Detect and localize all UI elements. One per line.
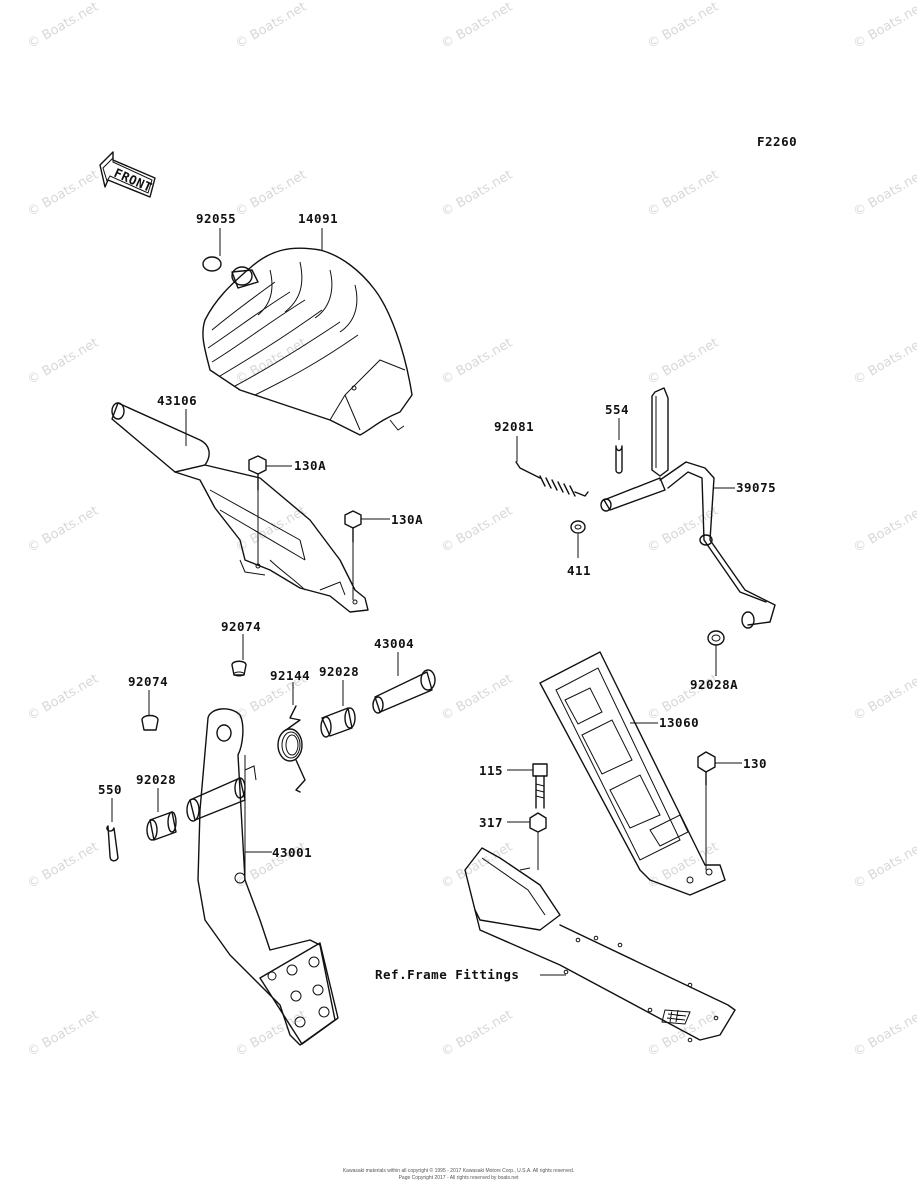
label-92028-2: 92028 — [136, 772, 176, 787]
watermark-text: © Boats.net — [851, 0, 917, 52]
part-43004-shaft — [372, 652, 436, 714]
part-92074-cap-2 — [141, 690, 159, 731]
watermark-text: © Boats.net — [645, 335, 721, 388]
label-92144: 92144 — [270, 668, 310, 683]
watermark-layer: © Boats.net © Boats.net © Boats.net © Boats… — [25, 0, 917, 1060]
label-92028A: 92028A — [690, 677, 738, 692]
footer-page-copyright: Page Copyright 2017 - All rights reserve… — [398, 1175, 519, 1181]
watermark-text: © Boats.net — [645, 839, 721, 892]
watermark-text: © Boats.net — [25, 839, 101, 892]
watermark-text: © Boats.net — [439, 839, 515, 892]
watermark-text: © Boats.net — [439, 167, 515, 220]
part-92055-o-ring — [202, 228, 222, 272]
part-labels: 92055 14091 43106 130A 130A 92081 554 39… — [98, 211, 776, 982]
label-39075: 39075 — [736, 480, 776, 495]
part-13060-accelerator-pedal — [539, 651, 726, 896]
watermark-text: © Boats.net — [851, 335, 917, 388]
part-130-bolt — [697, 751, 742, 870]
watermark-text: © Boats.net — [233, 1007, 309, 1060]
watermark-text: © Boats.net — [25, 503, 101, 556]
part-554-cotter-pin — [615, 418, 623, 474]
part-92028-bushing-2 — [146, 788, 177, 841]
watermark-text: © Boats.net — [25, 0, 101, 52]
watermark-text: © Boats.net — [25, 1007, 101, 1060]
label-411: 411 — [567, 563, 591, 578]
label-550: 550 — [98, 782, 122, 797]
watermark-text: © Boats.net — [851, 671, 917, 724]
label-92055: 92055 — [196, 211, 236, 226]
watermark-text: © Boats.net — [439, 503, 515, 556]
part-92081-spring — [515, 436, 589, 497]
label-130A-2: 130A — [391, 512, 423, 527]
watermark-text: © Boats.net — [439, 1007, 515, 1060]
front-arrow-icon: FRONT — [99, 151, 156, 198]
part-92028A-bushing — [707, 630, 725, 676]
watermark-text: © Boats.net — [233, 503, 309, 556]
watermark-text: © Boats.net — [233, 0, 309, 52]
label-43106: 43106 — [157, 393, 197, 408]
part-43001-brake-pedal — [186, 708, 339, 1046]
watermark-text: © Boats.net — [645, 0, 721, 52]
part-550-cotter-pin — [106, 798, 119, 862]
label-130: 130 — [743, 756, 767, 771]
part-43106-parking-lever — [111, 402, 369, 613]
label-14091: 14091 — [298, 211, 338, 226]
diagram-code: F2260 — [757, 134, 797, 149]
watermark-text: © Boats.net — [851, 1007, 917, 1060]
watermark-text: © Boats.net — [851, 167, 917, 220]
part-92144-return-spring — [277, 682, 306, 793]
watermark-text: © Boats.net — [645, 167, 721, 220]
label-92081: 92081 — [494, 419, 534, 434]
part-317-nut — [507, 812, 547, 870]
label-92074-2: 92074 — [128, 674, 168, 689]
label-317: 317 — [479, 815, 503, 830]
label-92028-1: 92028 — [319, 664, 359, 679]
label-115: 115 — [479, 763, 503, 778]
footer-copyright: Kawasaki materials within all copyright … — [342, 1168, 575, 1174]
watermark-text: © Boats.net — [439, 335, 515, 388]
label-554: 554 — [605, 402, 629, 417]
part-92074-cap-1 — [231, 634, 247, 677]
watermark-text: © Boats.net — [25, 671, 101, 724]
label-13060: 13060 — [659, 715, 699, 730]
label-43001: 43001 — [272, 845, 312, 860]
label-130A-1: 130A — [294, 458, 326, 473]
part-130A-bolt-2 — [344, 510, 390, 600]
watermark-text: © Boats.net — [439, 0, 515, 52]
label-ref-frame-fittings: Ref.Frame Fittings — [375, 967, 519, 982]
watermark-text: © Boats.net — [851, 503, 917, 556]
watermark-text: © Boats.net — [851, 839, 917, 892]
part-411-washer — [570, 520, 586, 558]
part-39075-linkage-rod — [600, 387, 776, 629]
part-115-bolt — [507, 763, 548, 809]
ref-frame-fittings-plate — [464, 847, 736, 1043]
watermark-text: © Boats.net — [439, 671, 515, 724]
watermark-text: © Boats.net — [25, 335, 101, 388]
watermark-text: © Boats.net — [25, 167, 101, 220]
part-130A-bolt-1 — [248, 455, 292, 565]
label-43004: 43004 — [374, 636, 414, 651]
label-92074-1: 92074 — [221, 619, 261, 634]
part-14091-boot — [202, 228, 413, 436]
part-92028-bushing-1 — [320, 680, 356, 738]
